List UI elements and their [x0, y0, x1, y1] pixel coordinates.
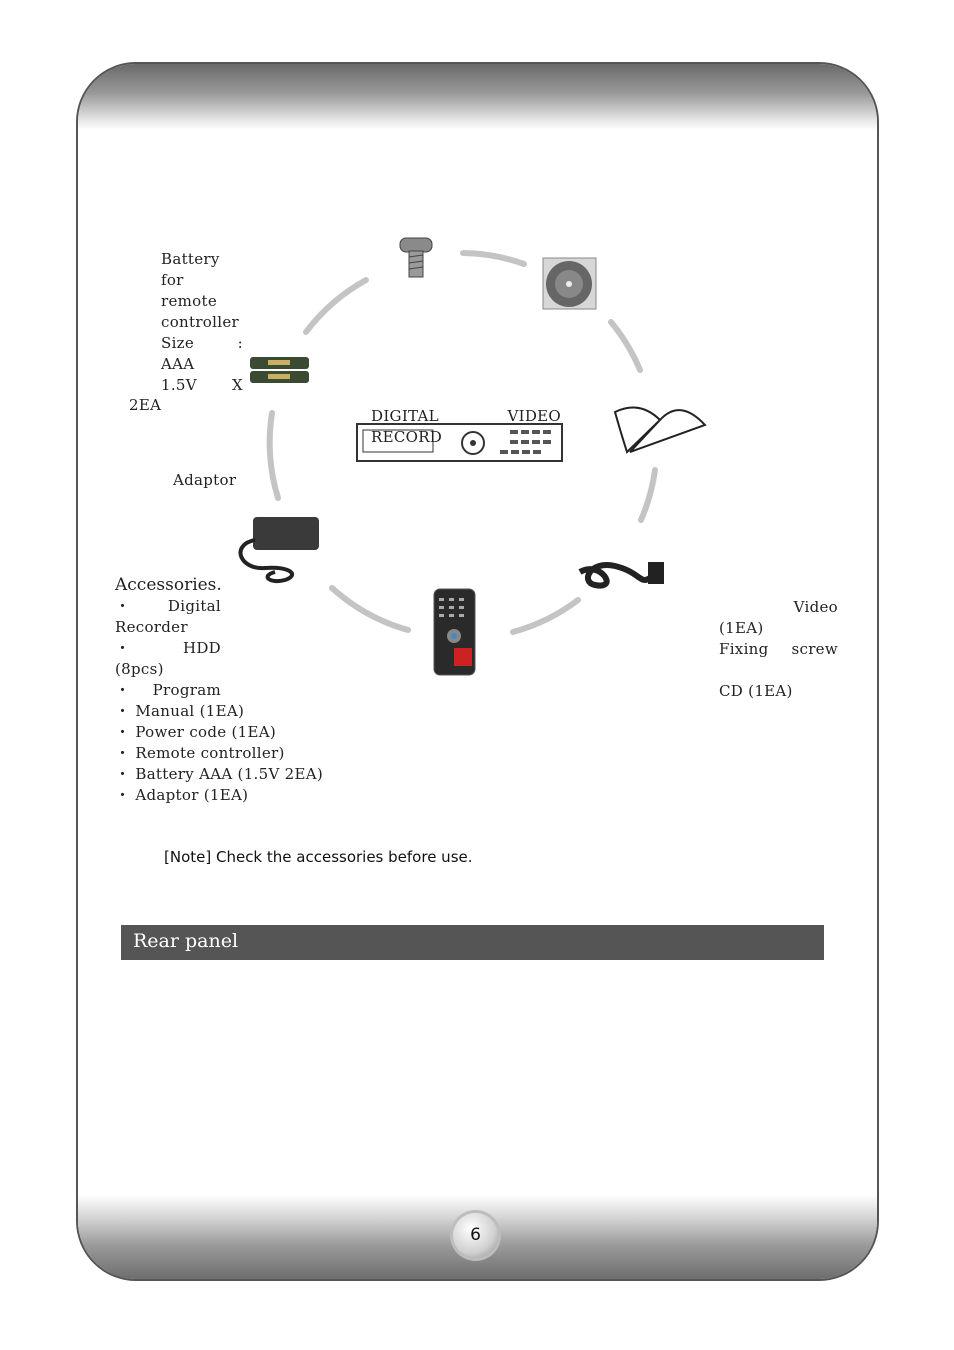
list-item: ・ Manual (1EA): [115, 701, 330, 722]
battery-label-line: AAA: [161, 354, 243, 375]
battery-icon: [250, 357, 309, 383]
adaptor-icon: [241, 517, 319, 581]
accessories-list: Accessories. ・ Digital Recorder ・ HDD (8…: [115, 574, 330, 806]
dvr-label: DIGITAL VIDEO RECORD: [371, 406, 561, 448]
ring-segment: [270, 413, 278, 498]
list-item: ・ Remote controller): [115, 743, 330, 764]
ring-segment: [332, 588, 408, 630]
battery-label-last: 2EA: [129, 395, 161, 416]
ring-segment: [513, 600, 578, 632]
right-column: Video (1EA) Fixing screw CD (1EA): [719, 597, 838, 702]
list-item: Recorder: [115, 617, 221, 638]
battery-label-line: for: [161, 270, 243, 291]
dvr-label-line2: RECORD: [371, 427, 561, 448]
battery-label-line: Size :: [161, 333, 243, 354]
manual-book-icon: [615, 408, 705, 453]
battery-label-line: Battery: [161, 249, 243, 270]
list-item: ・ Battery AAA (1.5V 2EA): [115, 764, 330, 785]
list-item: ・ Power code (1EA): [115, 722, 330, 743]
right-column-line: [719, 660, 838, 681]
battery-label-line: remote: [161, 291, 243, 312]
remote-controller-icon: [434, 589, 475, 675]
list-item: ・ Digital: [115, 596, 221, 617]
list-item: (8pcs): [115, 659, 221, 680]
battery-label: Battery for remote controller Size : AAA…: [161, 249, 243, 396]
ring-segment: [306, 280, 366, 332]
list-item: ・ Program: [115, 680, 221, 701]
dvr-label-line1: DIGITAL VIDEO: [371, 406, 561, 427]
list-item: ・ HDD: [115, 638, 221, 659]
accessories-heading: Accessories.: [115, 574, 330, 596]
power-cord-icon: [580, 562, 664, 586]
battery-label-line: controller: [161, 312, 243, 333]
adaptor-label: Adaptor: [173, 470, 236, 491]
note-text: [Note] Check the accessories before use.: [164, 848, 473, 866]
page-number: 6: [470, 1225, 481, 1245]
page-number-badge: 6: [453, 1213, 498, 1258]
cd-icon: [543, 258, 596, 309]
right-column-line: Video: [719, 597, 838, 618]
right-column-line: CD (1EA): [719, 681, 838, 702]
ring-segment: [611, 322, 640, 370]
ring-segment: [463, 253, 524, 264]
right-column-line: Fixing screw: [719, 639, 838, 660]
screw-icon: [400, 238, 432, 277]
ring-segment: [641, 470, 655, 520]
section-title: Rear panel: [133, 930, 238, 952]
section-header: Rear panel: [121, 925, 824, 960]
list-item: ・ Adaptor (1EA): [115, 785, 330, 806]
battery-label-line: 1.5V X: [161, 375, 243, 396]
right-column-line: (1EA): [719, 618, 838, 639]
